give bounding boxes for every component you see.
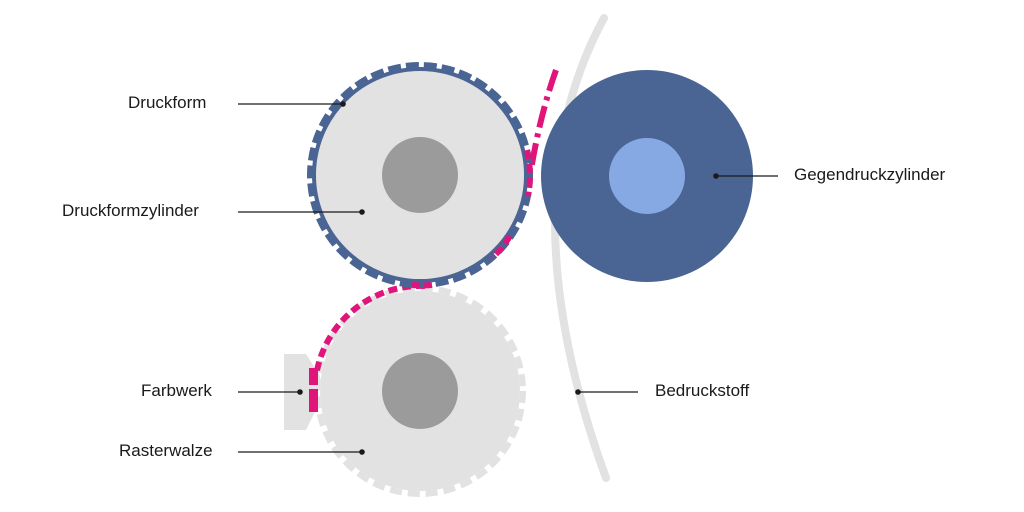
anilox-roller-core bbox=[382, 353, 458, 429]
leader-bedruckstoff-dot bbox=[575, 389, 581, 395]
plate-cylinder-core bbox=[382, 137, 458, 213]
printing-plate-ring bbox=[312, 67, 528, 283]
substrate-ink-dashes bbox=[528, 68, 559, 171]
ink-chamber-ink bbox=[309, 368, 318, 412]
label-farbwerk: Farbwerk bbox=[141, 381, 212, 400]
leader-rasterwalze-dot bbox=[359, 449, 365, 455]
anilox-ink-dashes bbox=[313, 282, 426, 377]
leader-farbwerk-dot bbox=[297, 389, 303, 395]
plate-ink-lower-right bbox=[489, 234, 513, 261]
label-druckform: Druckform bbox=[128, 93, 207, 112]
plate-ink-right bbox=[524, 149, 533, 197]
label-gegendruckzylinder: Gegendruckzylinder bbox=[794, 165, 946, 184]
anilox-roller-teeth bbox=[314, 285, 526, 497]
leader-druckformzylinder-dot bbox=[359, 209, 365, 215]
leader-gegendruckzylinder-dot bbox=[713, 173, 719, 179]
label-druckformzylinder: Druckformzylinder bbox=[62, 201, 199, 220]
impression-cylinder-core bbox=[609, 138, 685, 214]
label-rasterwalze: Rasterwalze bbox=[119, 441, 213, 460]
leader-druckform-dot bbox=[340, 101, 346, 107]
label-bedruckstoff: Bedruckstoff bbox=[655, 381, 750, 400]
